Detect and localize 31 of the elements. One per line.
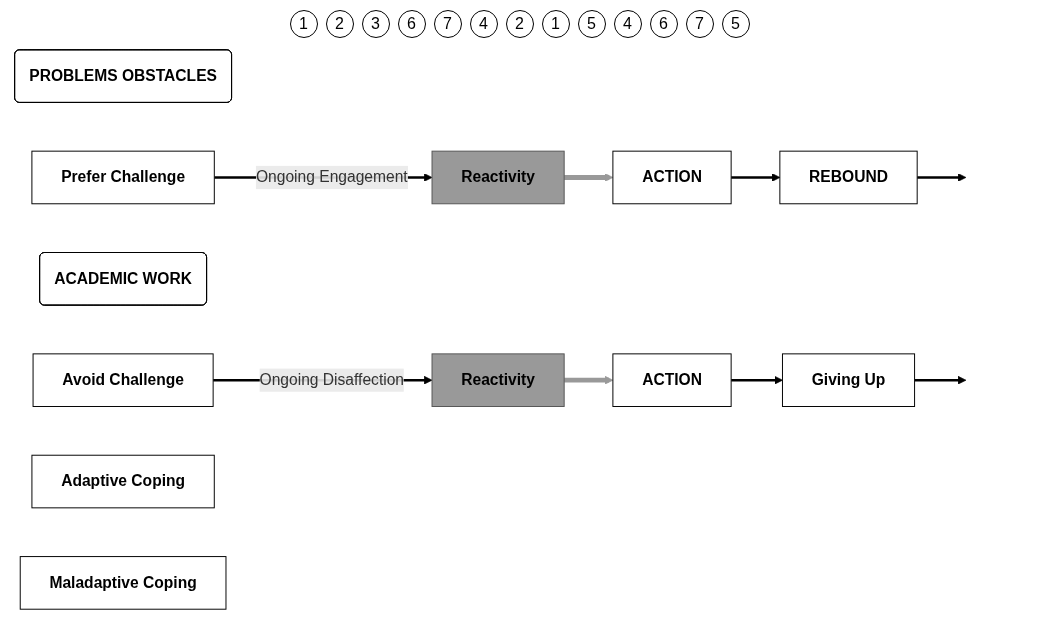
arrow [564,173,614,182]
node-box: Avoid Challenge [32,353,214,407]
callout-number: 5 [721,10,750,38]
callout-number: 2 [505,10,534,38]
callout-number: 1 [541,10,570,38]
node-box: ACTION [612,353,732,407]
node-box: Reactivity [431,150,565,205]
callout-number: 7 [433,10,462,38]
node-box: Maladaptive Coping [19,556,227,610]
callout-number: 4 [469,10,498,38]
callout-number: 4 [613,10,642,38]
callout-number: 1 [289,10,318,38]
node-box: Prefer Challenge [31,150,215,205]
node-box: ACTION [612,150,732,205]
arrow [731,173,781,182]
edge-label: Ongoing Disaffection [259,371,405,388]
arrow [564,375,614,385]
arrow [914,375,967,385]
arrow [917,173,967,182]
node-box: Giving Up [781,353,916,407]
node-box: Reactivity [431,353,565,407]
node-box: Adaptive Coping [31,454,215,509]
node-box: REBOUND [779,150,918,205]
callout-number: 2 [325,10,354,38]
arrow [731,375,783,385]
callout-number: 6 [397,10,426,38]
callout-number: 6 [649,10,678,38]
callout-number: 5 [577,10,606,38]
edge-label: Ongoing Engagement [255,168,408,186]
callout-number: 3 [361,10,390,38]
callout-number: 7 [685,10,714,38]
